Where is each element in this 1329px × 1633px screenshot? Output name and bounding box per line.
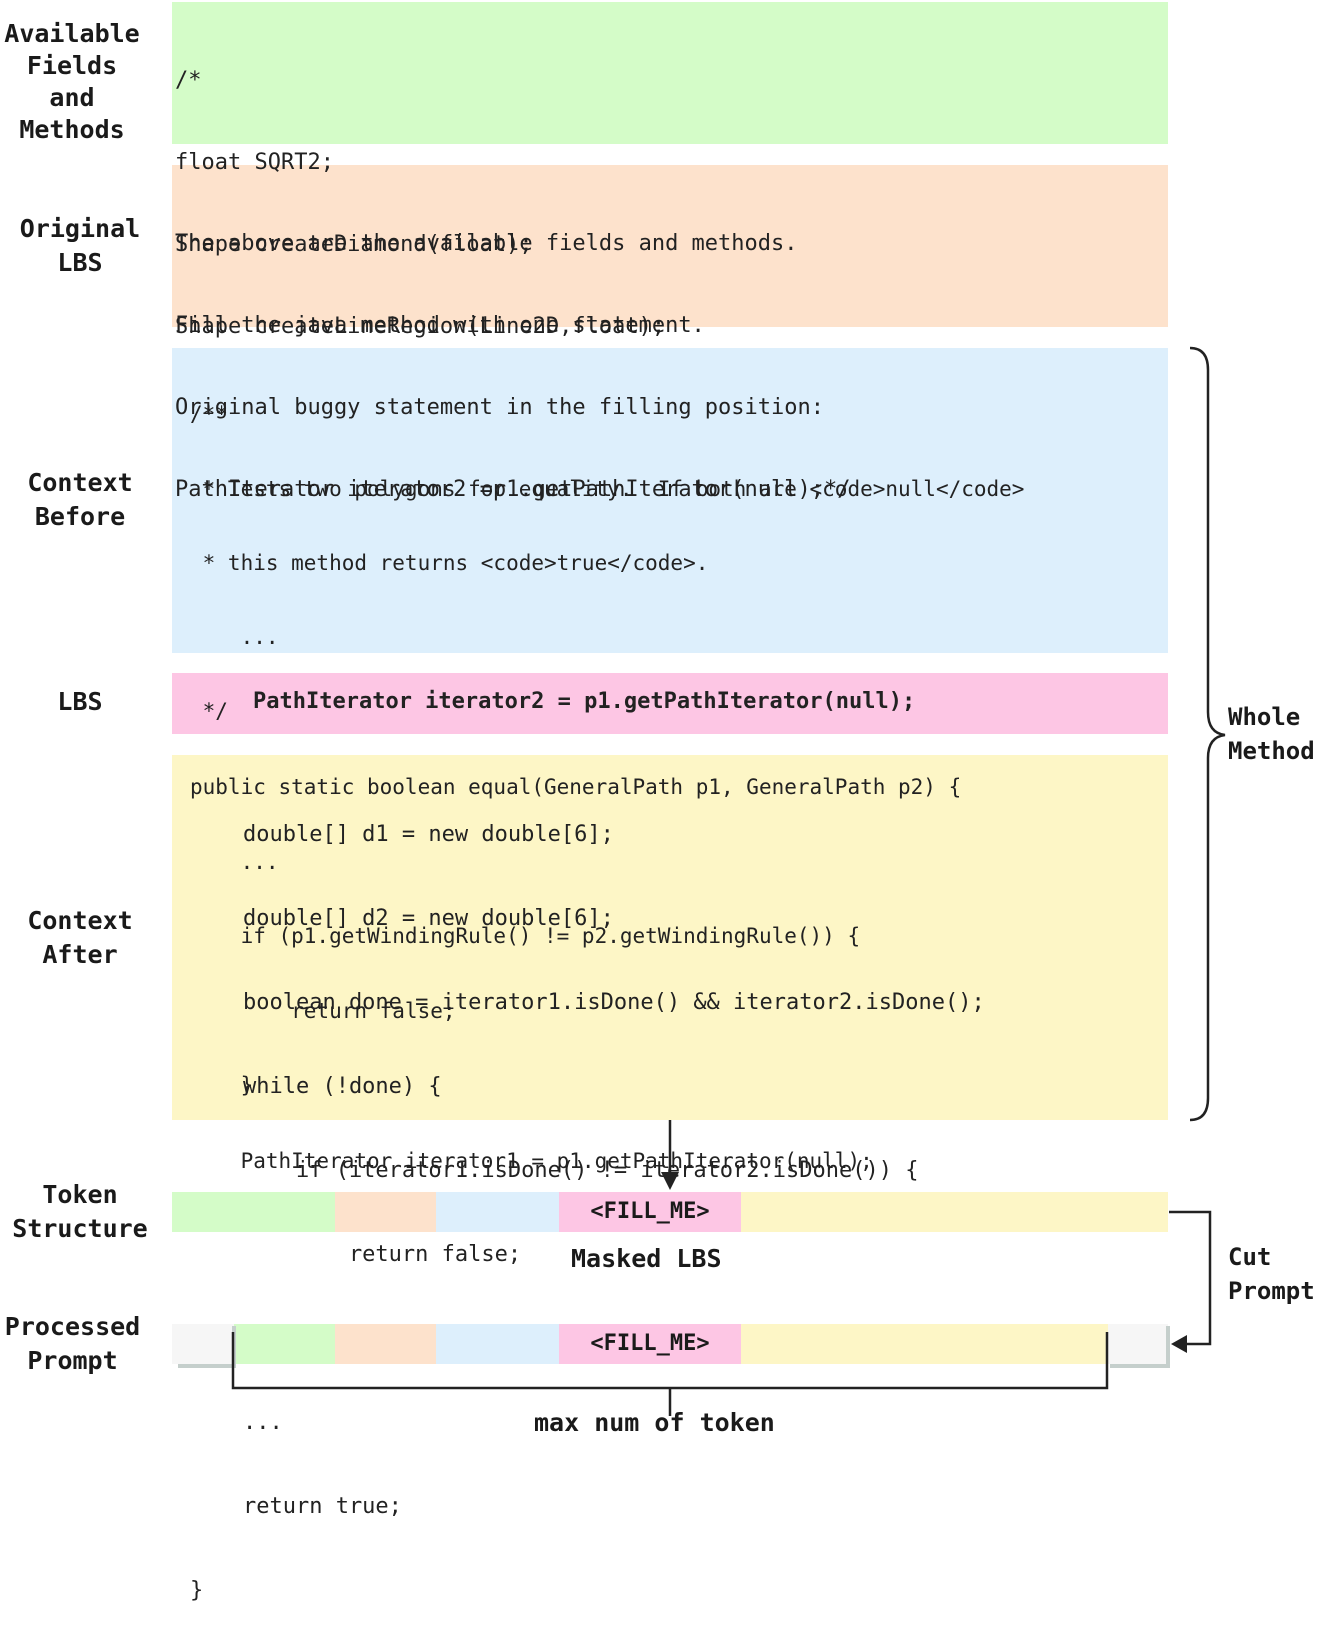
- token-context-after-segment: [741, 1192, 1168, 1232]
- label-original-lbs: Original LBS: [19, 214, 141, 277]
- token-original-lbs-segment: [335, 1192, 436, 1232]
- token-fill-me-label: <FILL_ME>: [590, 1199, 710, 1224]
- label-lbs: LBS: [57, 687, 103, 716]
- label-processed-prompt: Processed Prompt: [4, 1312, 141, 1375]
- fields-code: /* float SQRT2; Shape createDiamond(floa…: [175, 68, 666, 339]
- processed-fields-segment: [234, 1324, 335, 1364]
- token-fields-segment: [172, 1192, 335, 1232]
- token-fill-me-segment: <FILL_ME>: [559, 1192, 741, 1232]
- label-cut-prompt: Cut Prompt: [1228, 1243, 1315, 1305]
- whole-method-brace: [1189, 346, 1226, 1122]
- original-lbs-code: The above are the available fields and m…: [175, 231, 851, 502]
- fields-box: [172, 2, 1168, 144]
- context-before-code: /** * Tests two polygons for equality. I…: [190, 402, 1025, 1173]
- label-token-structure: Token Structure: [12, 1180, 148, 1243]
- processed-fill-me-label: <FILL_ME>: [590, 1331, 710, 1356]
- context-after-box: [172, 755, 1168, 1120]
- context-before-box: [172, 348, 1168, 653]
- token-context-before-segment: [436, 1192, 559, 1232]
- label-whole-method: Whole Method: [1228, 703, 1315, 765]
- truncated-right-segment: [1108, 1324, 1168, 1364]
- truncated-left-segment: [172, 1324, 234, 1364]
- max-token-bracket: [231, 1332, 1109, 1416]
- cut-prompt-arrow: [1169, 1210, 1212, 1353]
- processed-context-before-segment: [436, 1324, 559, 1364]
- context-after-code: double[] d1 = new double[6]; double[] d2…: [190, 822, 985, 1603]
- max-token-caption: max num of token: [534, 1408, 775, 1437]
- processed-fill-me-segment: <FILL_ME>: [559, 1324, 741, 1364]
- masked-lbs-caption: Masked LBS: [571, 1244, 722, 1273]
- label-context-before: Context Before: [27, 468, 133, 531]
- lbs-box: [172, 673, 1168, 734]
- lbs-code: PathIterator iterator2 = p1.getPathItera…: [253, 689, 916, 714]
- processed-original-lbs-segment: [335, 1324, 436, 1364]
- label-available-fields: Available Fields and Methods: [4, 19, 140, 144]
- original-lbs-box: [172, 165, 1168, 327]
- label-context-after: Context After: [27, 906, 133, 969]
- processed-context-after-segment: [741, 1324, 1108, 1364]
- down-arrow: [661, 1120, 679, 1190]
